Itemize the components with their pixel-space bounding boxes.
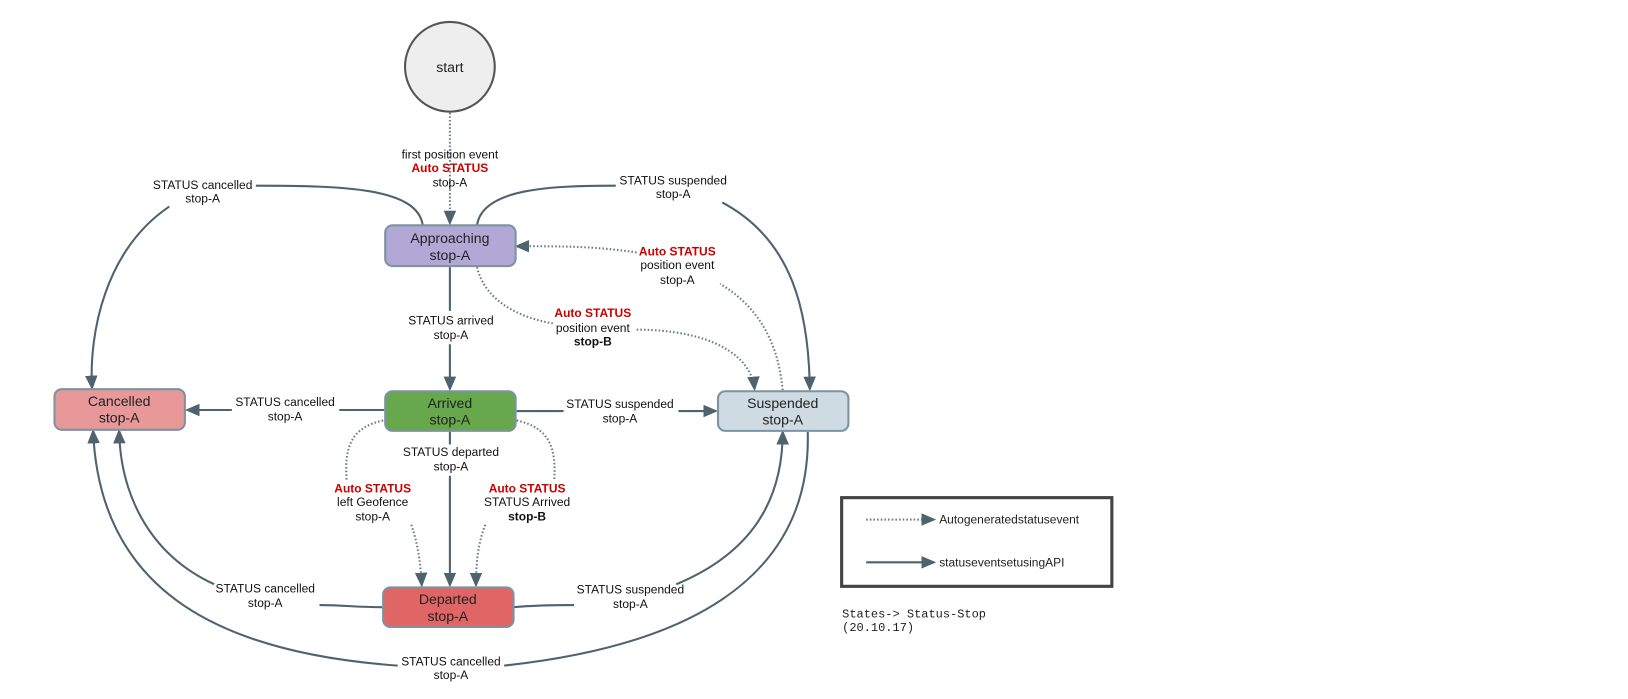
svg-text:Auto STATUS: Auto STATUS xyxy=(489,481,566,495)
svg-text:stop-A: stop-A xyxy=(603,412,638,426)
svg-text:Auto STATUS: Auto STATUS xyxy=(554,306,631,320)
edge-approaching-to-cancelled xyxy=(92,184,424,388)
svg-text:STATUS cancelled: STATUS cancelled xyxy=(235,395,334,409)
node-arrived-line1: Arrived xyxy=(428,395,473,411)
label-start-to-approaching: first position event Auto STATUS stop-A xyxy=(402,148,499,190)
legend-api-label: statuseventsetusingAPI xyxy=(939,556,1064,570)
svg-text:stop-A: stop-A xyxy=(434,328,469,342)
svg-text:STATUS suspended: STATUS suspended xyxy=(619,174,726,188)
svg-text:stop-A: stop-A xyxy=(660,273,695,287)
node-arrived[interactable]: Arrived stop-A xyxy=(384,390,517,432)
svg-text:stop-A: stop-A xyxy=(656,187,691,201)
svg-text:first position event: first position event xyxy=(402,148,499,162)
svg-text:Auto STATUS: Auto STATUS xyxy=(639,245,716,259)
svg-text:stop-A: stop-A xyxy=(248,596,283,610)
label-arrived-to-departed-geofence: Auto STATUS left Geofence stop-A xyxy=(334,481,411,523)
node-suspended-line1: Suspended xyxy=(747,395,818,411)
node-arrived-line2: stop-A xyxy=(430,412,471,428)
svg-text:Auto STATUS: Auto STATUS xyxy=(334,481,411,495)
edge-approaching-to-suspended-auto xyxy=(476,266,755,389)
node-departed[interactable]: Departed stop-A xyxy=(382,586,515,629)
svg-text:STATUS arrived: STATUS arrived xyxy=(408,313,493,327)
svg-text:STATUS suspended: STATUS suspended xyxy=(566,397,673,411)
legend-auto-label: Autogeneratedstatusevent xyxy=(939,513,1080,527)
svg-text:stop-A: stop-A xyxy=(355,510,390,524)
edge-suspended-to-cancelled xyxy=(93,431,809,667)
svg-text:STATUS cancelled: STATUS cancelled xyxy=(401,655,500,669)
svg-text:STATUS cancelled: STATUS cancelled xyxy=(215,582,314,596)
node-departed-line1: Departed xyxy=(419,591,477,607)
label-suspended-to-cancelled: STATUS cancelled stop-A xyxy=(401,655,500,683)
legend-box xyxy=(840,496,1114,588)
label-approaching-to-suspended-auto: Auto STATUS position event stop-B xyxy=(554,306,631,348)
edge-arrived-to-departed-geofence xyxy=(345,419,422,585)
svg-text:stop-A: stop-A xyxy=(613,597,648,611)
label-suspended-to-approaching: Auto STATUS position event stop-A xyxy=(639,245,716,287)
svg-text:stop-A: stop-A xyxy=(434,668,469,682)
label-departed-to-cancelled: STATUS cancelled stop-A xyxy=(215,582,314,611)
svg-text:position event: position event xyxy=(640,258,715,272)
node-approaching-line1: Approaching xyxy=(410,230,489,246)
edge-suspended-to-approaching xyxy=(517,246,784,391)
svg-text:stop-A: stop-A xyxy=(185,191,220,205)
svg-text:STATUS departed: STATUS departed xyxy=(403,445,499,459)
label-arrived-to-departed-stopb: Auto STATUS STATUS Arrived stop-B xyxy=(484,481,570,523)
svg-text:stop-A: stop-A xyxy=(268,409,303,423)
diagram-date: (20.10.17) xyxy=(842,621,914,635)
node-suspended-line2: stop-A xyxy=(762,412,803,428)
svg-text:left Geofence: left Geofence xyxy=(337,495,409,509)
node-cancelled-line1: Cancelled xyxy=(88,393,151,409)
node-cancelled[interactable]: Cancelled stop-A xyxy=(53,388,186,431)
label-departed-to-suspended: STATUS suspended stop-A xyxy=(577,583,684,612)
label-arrived-to-suspended: STATUS suspended stop-A xyxy=(566,397,673,426)
svg-text:stop-B: stop-B xyxy=(508,510,546,524)
edge-departed-to-cancelled xyxy=(119,431,383,609)
node-approaching-line2: stop-A xyxy=(430,247,471,263)
svg-text:stop-A: stop-A xyxy=(434,460,469,474)
label-approaching-to-suspended: STATUS suspended stop-A xyxy=(619,174,726,202)
svg-text:STATUS cancelled: STATUS cancelled xyxy=(153,178,252,192)
svg-text:STATUS suspended: STATUS suspended xyxy=(577,583,684,597)
edge-arrived-to-departed-stopb xyxy=(476,419,556,585)
label-approaching-to-arrived: STATUS arrived stop-A xyxy=(408,313,493,342)
node-start[interactable]: start xyxy=(403,20,496,113)
node-cancelled-line2: stop-A xyxy=(99,410,140,426)
node-suspended[interactable]: Suspended stop-A xyxy=(716,390,850,432)
node-start-label: start xyxy=(436,59,463,75)
svg-text:stop-B: stop-B xyxy=(574,334,612,348)
label-arrived-to-departed: STATUS departed stop-A xyxy=(403,445,499,474)
node-departed-line2: stop-A xyxy=(427,608,468,624)
label-arrived-to-cancelled: STATUS cancelled stop-A xyxy=(235,395,334,424)
diagram-title: States-> Status-Stop xyxy=(842,608,986,622)
legend: Autogeneratedstatusevent statuseventsetu… xyxy=(840,496,1114,588)
svg-text:STATUS Arrived: STATUS Arrived xyxy=(484,495,570,509)
edge-departed-to-suspended xyxy=(513,432,783,609)
svg-text:position event: position event xyxy=(556,321,631,335)
svg-text:Auto STATUS: Auto STATUS xyxy=(412,161,489,175)
svg-text:stop-A: stop-A xyxy=(433,176,468,190)
edge-approaching-to-suspended xyxy=(475,184,810,389)
label-approaching-to-cancelled: STATUS cancelled stop-A xyxy=(153,178,252,206)
node-approaching[interactable]: Approaching stop-A xyxy=(384,224,517,268)
